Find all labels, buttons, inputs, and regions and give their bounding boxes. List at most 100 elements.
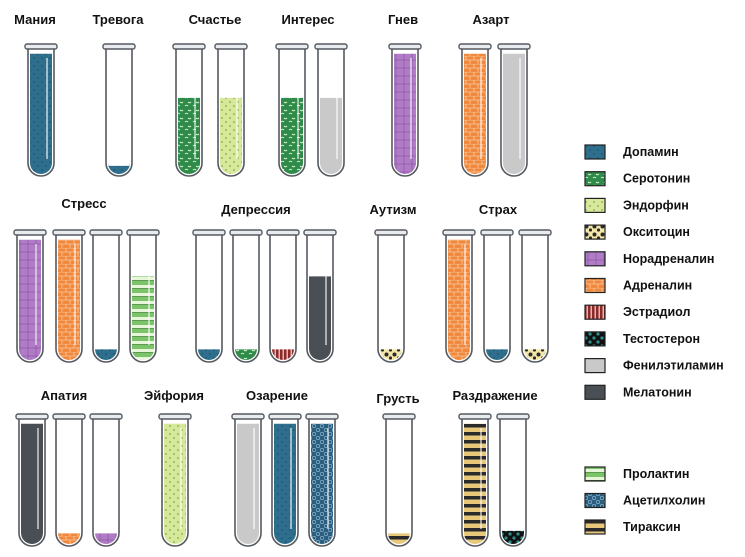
emotion-label: Апатия: [41, 388, 87, 403]
tube-glass: [461, 418, 489, 547]
test-tube: [15, 413, 49, 547]
tube-rim: [458, 413, 492, 420]
legend-item-estradiol: Эстрадиол: [584, 304, 690, 320]
legend-item-adrenaline: Адреналин: [584, 277, 692, 294]
tube-fill-endorphin: [220, 97, 242, 174]
legend-label: Тираксин: [623, 520, 681, 534]
tube-fill-dopamine: [30, 53, 52, 174]
tube-fill-noradrenaline: [95, 533, 117, 544]
emotion-group: Интерес: [275, 12, 348, 177]
test-tube: [172, 43, 206, 177]
emotion-label: Страх: [479, 202, 518, 217]
tube-fill-dopamine: [95, 349, 117, 360]
tube-rim: [192, 229, 226, 236]
emotion-group: Азарт: [458, 12, 531, 177]
tube-rim: [89, 413, 123, 420]
legend-item-serotonin: Серотонин: [584, 171, 690, 187]
legend-label: Окситоцин: [623, 225, 690, 239]
test-tube: [52, 229, 86, 363]
tube-fill-phenylethylamine: [237, 423, 259, 544]
legend-label: Допамин: [623, 145, 679, 159]
tube-fill-adrenaline: [464, 53, 486, 174]
tube-fill-estradiol: [272, 349, 294, 360]
tube-fill-dopamine: [198, 349, 220, 360]
legend-item-tyraxin: Тираксин: [584, 519, 681, 535]
emotion-label: Интерес: [281, 12, 334, 27]
test-tube: [89, 229, 123, 363]
emotion-label: Грусть: [376, 391, 419, 406]
legend-swatch: [584, 492, 606, 509]
tube-fill-adrenaline: [448, 239, 470, 360]
tube-fill-serotonin: [178, 97, 200, 174]
emotion-label: Тревога: [92, 12, 144, 27]
legend-label: Ацетилхолин: [623, 494, 705, 508]
tube-glass: [129, 234, 157, 363]
test-tube: [480, 229, 514, 363]
tube-fill-oxytocin: [524, 349, 546, 360]
tube-glass: [195, 234, 223, 363]
legend-label: Эстрадиол: [623, 305, 690, 319]
tube-glass: [271, 418, 299, 547]
legend-label: Фенилэтиламин: [623, 359, 724, 373]
emotion-group: Мания: [14, 12, 58, 177]
legend-item-dopamine: Допамин: [584, 144, 679, 160]
emotion-label: Эйфория: [144, 388, 204, 403]
tube-glass: [521, 234, 549, 363]
tube-fill-acetylcholine: [311, 423, 333, 544]
legend-swatch: [584, 197, 606, 213]
tube-glass: [269, 234, 297, 363]
tube-glass: [445, 234, 473, 363]
test-tube: [102, 43, 136, 177]
tube-fill-noradrenaline: [19, 239, 41, 360]
tube-rim: [458, 43, 492, 50]
emotion-group: Стресс: [13, 196, 160, 363]
emotion-group: Озарение: [231, 388, 339, 547]
legend-label: Адреналин: [623, 279, 692, 293]
tube-rim: [305, 413, 339, 420]
legend-swatch: [584, 144, 606, 160]
test-tube: [497, 43, 531, 177]
emotion-label: Озарение: [246, 388, 308, 403]
tube-rim: [275, 43, 309, 50]
test-tube: [388, 43, 422, 177]
legend-item-oxytocin: Окситоцин: [584, 224, 690, 240]
test-tube: [229, 229, 263, 363]
tube-glass: [217, 48, 245, 177]
test-tube: [314, 43, 348, 177]
emotion-label: Аутизм: [370, 202, 417, 217]
legend-swatch: [584, 224, 606, 240]
test-tube: [231, 413, 265, 547]
legend-swatch: [584, 277, 606, 294]
emotion-group: Раздражение: [452, 388, 538, 547]
tube-glass: [377, 234, 405, 363]
tube-rim: [314, 43, 348, 50]
test-tube: [89, 413, 123, 547]
tube-fill-serotonin: [235, 349, 257, 360]
legend: ДопаминСеротонинЭндорфинОкситоцинНорадре…: [584, 144, 724, 535]
tube-fill-prolactin: [132, 276, 154, 360]
tube-glass: [483, 234, 511, 363]
tube-rim: [172, 43, 206, 50]
tube-rim: [231, 413, 265, 420]
emotion-label: Мания: [14, 12, 56, 27]
tube-glass: [16, 234, 44, 363]
tube-glass: [278, 48, 306, 177]
tube-fill-dopamine: [108, 163, 130, 174]
tube-glass: [385, 418, 413, 547]
emotion-label: Депрессия: [221, 202, 291, 217]
legend-swatch: [584, 358, 606, 374]
emotion-group: Счастье: [172, 12, 248, 177]
tube-rim: [303, 229, 337, 236]
test-tube: [305, 413, 339, 547]
test-tube: [158, 413, 192, 547]
tube-rim: [52, 413, 86, 420]
legend-swatch: [584, 251, 606, 267]
tube-fill-adrenaline: [58, 533, 80, 544]
tube-rim: [24, 43, 58, 50]
tube-fill-adrenaline: [58, 239, 80, 360]
tube-fill-melatonin: [309, 276, 331, 360]
legend-label: Эндорфин: [623, 198, 689, 212]
tube-rim: [374, 229, 408, 236]
